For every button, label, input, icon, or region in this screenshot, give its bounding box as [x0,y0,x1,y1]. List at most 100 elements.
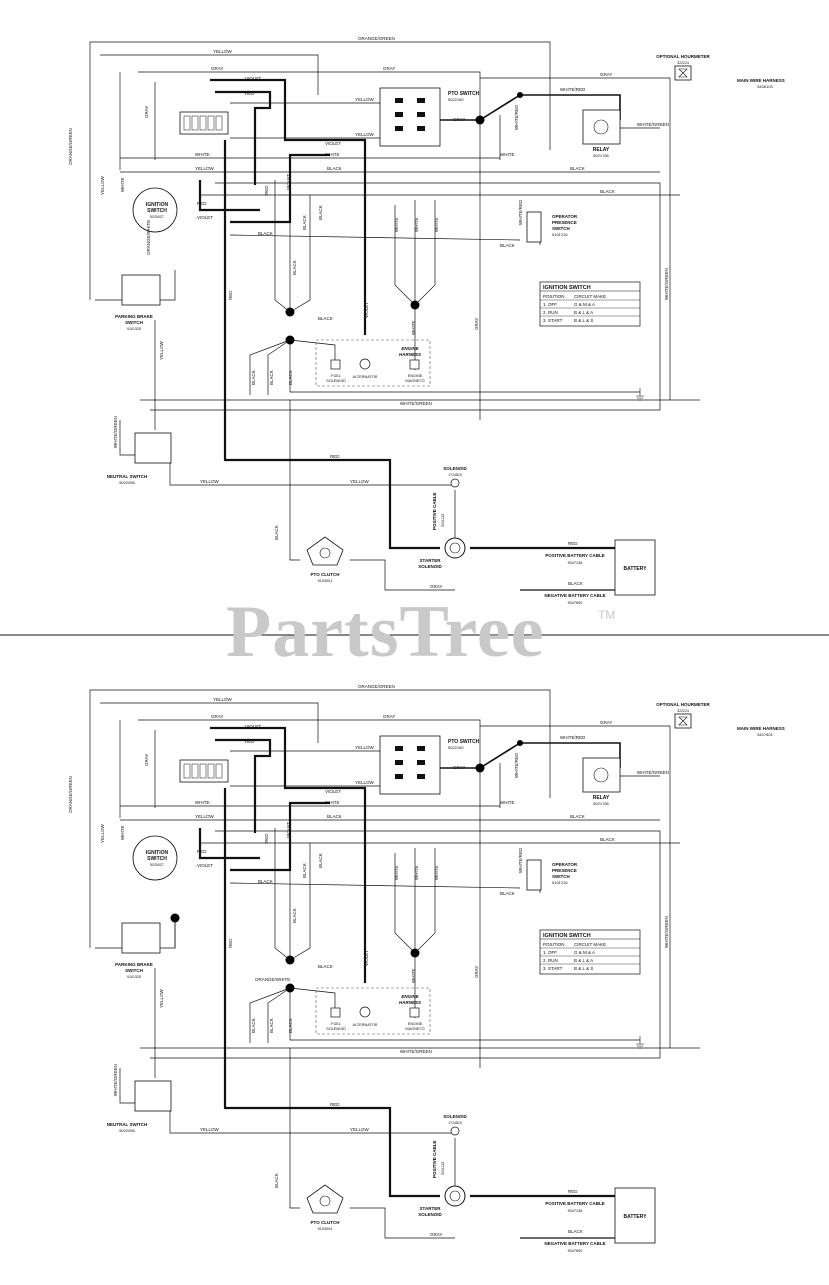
connector-pin [191,763,199,779]
wire-label-black: BLACK [600,837,615,842]
neutral-label: NEUTRAL SWITCH [107,1122,147,1127]
ign-table-header: CIRCUIT MAKE [574,294,606,299]
wire-orange-green [89,41,551,300]
ign-table-title: IGNITION SWITCH [543,933,591,939]
wire-black-fuel [289,339,336,365]
pto-terminal [395,774,403,779]
hourglass-icon [678,716,688,726]
ign-table-cell: B & L & A [574,310,593,315]
wire-label-white-green: WHITE/GREEN [113,416,118,448]
wire-label-violet: VIOLET [364,302,369,318]
wire-label-violet: VIOLET [286,822,291,838]
wire-red-heavy-2 [198,180,260,212]
battery [614,539,656,596]
wire-label-orange-white: ORANGE/WHITE [146,220,151,255]
harness-part: 5406103 [757,84,773,89]
wire-label-white: WHITE [414,218,419,233]
wire-label-yellow: YELLOW [100,823,105,843]
pto-terminal [395,98,403,103]
wire-label-white-red: WHITE/RED [518,847,523,873]
solenoid [450,1126,460,1136]
wire-label-white-red: WHITE/RED [518,199,523,225]
ign-table-title: IGNITION SWITCH [543,285,591,291]
wire-label-orange-green: ORANGE/GREEN [358,36,395,41]
ignition-switch [132,835,178,881]
hourmeter-part: 322224 [677,61,689,65]
wire-label-white: WHITE [500,152,515,157]
wire-label-white: WHITE [414,866,419,881]
wire-label-yellow: YELLOW [159,988,164,1008]
alternator [359,1006,371,1018]
pto-terminal [395,126,403,131]
wire-red-heavy-main [223,788,440,1198]
wire-label-yellow: YELLOW [195,166,215,171]
wire-label-violet: VIOLET [197,863,213,868]
ground-icon [636,388,644,401]
neg-cable-label: NEGATIVE BATTERY CABLE [544,1241,605,1246]
relay-label: RELAY [593,147,610,153]
starter-solenoid [444,1185,466,1207]
wire-label-black: BLACK [327,814,342,819]
magneto-label-2: MAGNETO [405,379,424,383]
junction-dot [285,955,295,965]
wire-label-black: BLACK [274,525,279,540]
wire-label-white: WHITE [325,152,340,157]
junction-dot [285,335,295,345]
fuel-solenoid [330,359,341,370]
positive-cable-label: POSITIVE CABLE [432,492,437,530]
wire-label-black: BLACK [258,231,273,236]
wire-label-black: BLACK [500,891,515,896]
ignition-title: IGNITION [146,850,169,856]
parking-part: 5101328 [127,975,141,979]
solenoid [450,478,460,488]
wire-label-violet: VIOLET [325,789,341,794]
wire-label-white: WHITE [434,866,439,881]
wire-black-ground [289,340,640,393]
fuel-label: FUEL [331,1022,341,1026]
pto-switch-label: PTO SWITCH [448,91,480,97]
wire-red-heavy-1 [215,738,272,833]
battery-label: BATTERY [623,566,647,572]
pto-clutch-hub [319,547,331,559]
wire-label-gray: GRAY [430,584,442,589]
starter-solenoid [444,537,466,559]
junction-dot [285,307,295,317]
wire-label-red: RED [197,849,207,854]
wire-label-gray: GRAY [383,714,395,719]
wire-label-gray: GRAY [211,66,223,71]
wire-label-black: BLACK [568,581,583,586]
wire-label-gray: GRAY [474,318,479,330]
operator-label: OPERATOR [552,214,578,219]
wire-label-orange-green: ORANGE/GREEN [68,128,73,165]
wire-label-yellow: YELLOW [350,479,370,484]
pto-clutch-hub [319,1195,331,1207]
hourmeter-label: OPTIONAL HOURMETER [656,702,710,707]
wire-black-ground [289,988,640,1041]
wire-label-white-green: WHITE/GREEN [113,1064,118,1096]
hourmeter-part: 322224 [677,709,689,713]
connector-pin [199,115,207,131]
watermark-brand: PartsTree [226,591,545,673]
engine-magneto [409,359,420,370]
wire-label-gray: GRAY [211,714,223,719]
wire-black-fan-3 [289,843,311,961]
operator-part: 5101216 [552,880,568,885]
connector-pin [207,115,215,131]
parking-brake-switch [121,274,161,306]
hourmeter-label: OPTIONAL HOURMETER [656,54,710,59]
wire-label-gray: GRAY [383,66,395,71]
wire-white-fan-1 [394,853,416,954]
wire-black-operator [229,234,521,241]
pto-switch-part: 5022180 [448,97,464,102]
neg-cable-part: 5047890 [568,601,583,605]
wire-label-black: BLACK [292,260,297,275]
wire-label-white-red: WHITE/RED [514,104,519,130]
wire-label-violet: VIOLET [245,76,261,81]
starter-core [449,1190,461,1202]
wire-label-red: RED [330,454,340,459]
pos-cable-label: POSITIVE BATTERY CABLE [545,1201,604,1206]
wire-label-white: WHITE [195,800,210,805]
junction-dot [517,92,523,98]
connector-pin [191,115,199,131]
wire-label-black: BLACK [318,853,323,868]
